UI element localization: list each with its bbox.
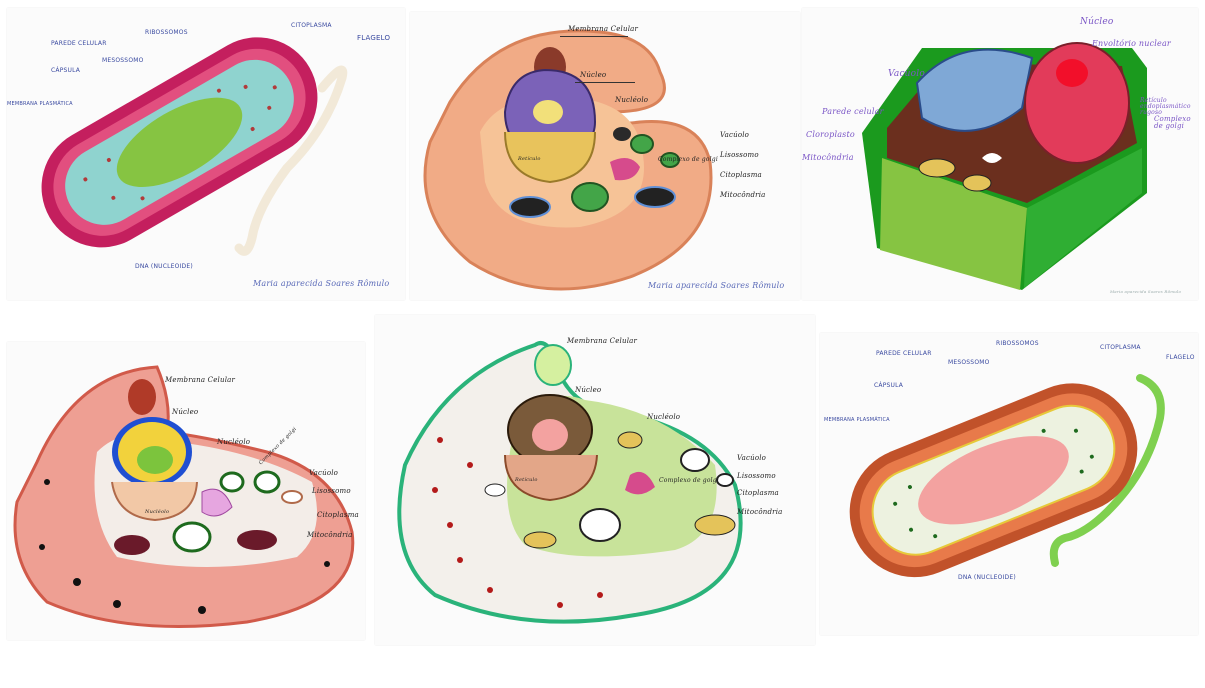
lysosome bbox=[631, 135, 653, 153]
label-membrana-celular: Membrana Celular bbox=[165, 377, 235, 384]
label-nucleoide: Nucléolo bbox=[145, 510, 169, 515]
centrioles bbox=[535, 345, 571, 385]
label-ribossomos: RIBOSSOMOS bbox=[996, 341, 1039, 347]
label-complexo-golgi: Complexo de golgi bbox=[1154, 116, 1194, 130]
mitochondrion bbox=[114, 535, 150, 555]
plant-cell-drawing bbox=[802, 8, 1198, 300]
label-envoltorio-nuclear: Envoltório nuclear bbox=[1092, 40, 1171, 48]
animal-cell-drawing bbox=[375, 315, 815, 645]
label-membrana-celular: Membrana Celular bbox=[568, 26, 638, 33]
label-citoplasma: CITOPLASMA bbox=[291, 23, 332, 29]
author-signature: Maria aparecida Soares Rômulo bbox=[648, 282, 784, 290]
label-nucleolo: Nucléolo bbox=[647, 414, 680, 421]
nucleolus bbox=[1056, 59, 1088, 87]
label-nucleo: Núcleo bbox=[575, 387, 601, 394]
mitochondrion bbox=[618, 432, 642, 448]
label-reticulo: Retículo bbox=[518, 157, 541, 162]
label-lisossomo: Lisossomo bbox=[737, 473, 776, 480]
label-flagelo: FLAGELO bbox=[1166, 355, 1195, 361]
photo-animal-cell-1: Membrana Celular Núcleo Nucléolo Vacúolo… bbox=[410, 12, 800, 300]
photo-animal-cell-2: Membrana Celular Núcleo Nucléolo Complex… bbox=[7, 342, 365, 640]
photo-bacterial-cell-2: PAREDE CELULAR RIBOSSOMOS CITOPLASMA FLA… bbox=[820, 333, 1198, 635]
label-membrana-plasmatica: MEMBRANA PLASMÁTICA bbox=[7, 102, 73, 107]
lysosome bbox=[717, 474, 733, 486]
label-parede-celular: PAREDE CELULAR bbox=[876, 351, 932, 357]
label-complexo-golgi: Complexo de golgi bbox=[658, 157, 718, 163]
label-reticulo: Retículo bbox=[515, 478, 538, 483]
label-capsula: CÁPSULA bbox=[51, 68, 80, 74]
label-nucleolo: Nucléolo bbox=[217, 439, 250, 446]
nucleolus bbox=[137, 446, 173, 474]
label-parede-celular: Parede celular bbox=[822, 108, 884, 116]
vacuole bbox=[255, 472, 279, 492]
vacuole bbox=[681, 449, 709, 471]
label-citoplasma: Citoplasma bbox=[317, 512, 359, 519]
label-vacuolo: Vacúolo bbox=[720, 132, 749, 139]
label-reticulo-endoplasmatico: Retículo endoplasmático rugoso bbox=[1140, 98, 1196, 116]
label-membrana-plasmatica: MEMBRANA PLASMÁTICA bbox=[824, 418, 890, 423]
centrioles bbox=[128, 379, 156, 415]
label-mesossomo: MESOSSOMO bbox=[102, 58, 144, 64]
author-signature: Maria aparecida Soares Rômulo bbox=[253, 280, 389, 288]
label-citoplasma: CITOPLASMA bbox=[1100, 345, 1141, 351]
label-complexo-golgi: Complexo de golgi bbox=[659, 478, 719, 484]
label-citoplasma: Citoplasma bbox=[720, 172, 762, 179]
label-flagelo: FLAGELO bbox=[357, 35, 390, 42]
label-cloroplasto: Cloroplasto bbox=[806, 131, 855, 139]
label-ribossomos: RIBOSSOMOS bbox=[145, 30, 188, 36]
label-mesossomo: MESOSSOMO bbox=[948, 360, 990, 366]
label-parede-celular: PAREDE CELULAR bbox=[51, 41, 107, 47]
label-dna-nucleoide: DNA (NUCLEOIDE) bbox=[958, 575, 1016, 581]
label-vacuolo: Vacúolo bbox=[888, 70, 925, 79]
label-capsula: CÁPSULA bbox=[874, 383, 903, 389]
bacterial-cell-drawing bbox=[820, 333, 1198, 635]
photo-plant-cell: Vacúolo Núcleo Envoltório nuclear Parede… bbox=[802, 8, 1198, 300]
label-nucleo: Núcleo bbox=[580, 72, 606, 79]
label-nucleo: Núcleo bbox=[172, 409, 198, 416]
label-nucleo: Núcleo bbox=[1080, 18, 1114, 27]
label-nucleolo: Nucléolo bbox=[615, 97, 648, 104]
label-lisossomo: Lisossomo bbox=[312, 488, 351, 495]
label-mitocondria: Mitocôndria bbox=[802, 154, 854, 162]
label-citoplasma: Citoplasma bbox=[737, 490, 779, 497]
bacterial-cell-drawing bbox=[7, 8, 405, 300]
label-membrana-celular: Membrana Celular bbox=[567, 338, 637, 345]
author-signature: Maria aparecida Soares Rômulo bbox=[1110, 290, 1181, 294]
mitochondrion bbox=[919, 159, 955, 177]
label-mitocondria: Mitocôndria bbox=[307, 532, 353, 539]
vacuole bbox=[572, 183, 608, 211]
nucleolus bbox=[532, 419, 568, 451]
label-vacuolo: Vacúolo bbox=[309, 470, 338, 477]
label-vacuolo: Vacúolo bbox=[737, 455, 766, 462]
label-mitocondria: Mitocôndria bbox=[720, 192, 766, 199]
mitochondrion bbox=[510, 197, 550, 217]
label-lisossomo: Lisossomo bbox=[720, 152, 759, 159]
label-dna-nucleoide: DNA (NUCLEOIDE) bbox=[135, 264, 193, 270]
label-mitocondria: Mitocôndria bbox=[737, 509, 783, 516]
lysosome bbox=[221, 473, 243, 491]
photo-bacterial-cell-1: PAREDE CELULAR RIBOSSOMOS CITOPLASMA FLA… bbox=[7, 8, 405, 300]
photo-animal-cell-3: Membrana Celular Núcleo Nucléolo Vacúolo… bbox=[375, 315, 815, 645]
nucleolus bbox=[533, 100, 563, 124]
